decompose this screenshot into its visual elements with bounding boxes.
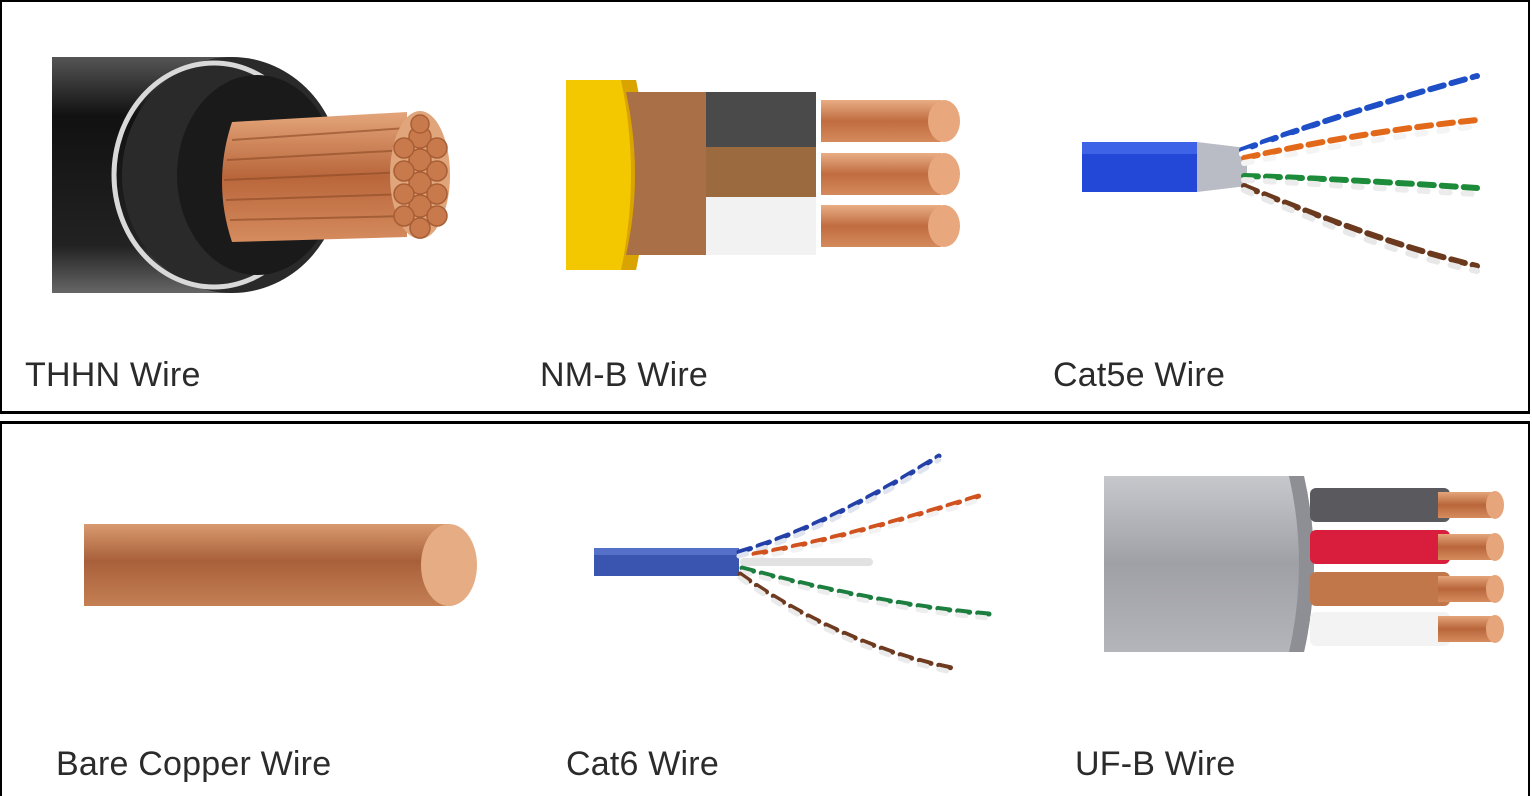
nmb-wire-label: NM-B Wire <box>540 356 708 394</box>
cat6-wire-illustration <box>594 453 992 675</box>
bare-copper-wire-illustration <box>84 524 477 606</box>
ufb-wire-label: UF-B Wire <box>1075 745 1236 783</box>
bare-copper-wire-label: Bare Copper Wire <box>56 745 332 783</box>
thhn-wire-illustration <box>52 57 450 293</box>
cat5e-wire-illustration <box>1082 73 1480 274</box>
cat6-wire-label: Cat6 Wire <box>566 745 719 783</box>
nmb-wire-illustration <box>566 80 960 270</box>
cat5e-wire-label: Cat5e Wire <box>1053 356 1226 394</box>
thhn-wire-label: THHN Wire <box>25 356 201 394</box>
ufb-wire-illustration <box>1104 476 1504 652</box>
